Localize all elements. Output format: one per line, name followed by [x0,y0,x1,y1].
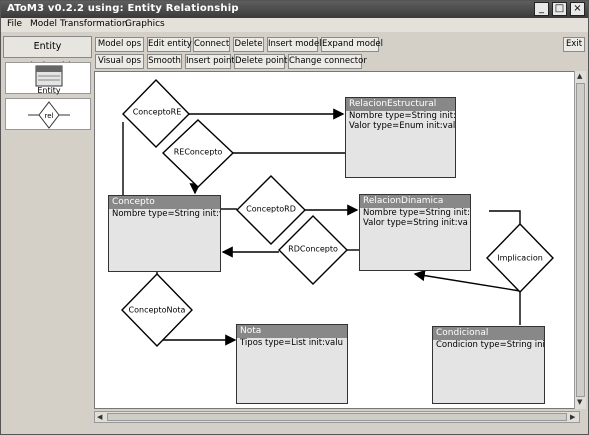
connect-button[interactable]: Connect [193,37,230,52]
expand-model-button[interactable]: Expand model [321,37,383,52]
relationship-concepto-nota[interactable] [121,272,193,348]
edit-entity-button[interactable]: Edit entity [147,37,192,52]
menu-bar: File Model Transformation Graphics [1,18,588,32]
entity-condicional[interactable]: Condicional Condicion type=String ini [432,326,545,404]
entity-name: Condicional [433,327,544,340]
entity-attribute: Valor type=String init:va [363,218,468,228]
entity-attribute: Nombre type=String init:v [112,209,220,219]
concepto-nota-label: ConceptoNota [128,305,186,315]
scroll-right-icon[interactable]: ▶ [570,413,576,421]
scroll-up-icon[interactable]: ▲ [577,72,583,80]
tab-entity-relationship[interactable]: Entity Relationship [3,36,92,72]
entity-nota[interactable]: Nota Tipos type=List init:valu [236,324,348,404]
entity-relacion-dinamica[interactable]: RelacionDinamica Nombre type=String init… [359,194,471,271]
relationship-concepto-re[interactable] [122,78,190,148]
relationship-icon: rel [28,101,70,129]
window-title: AToM3 v0.2.2 using: Entity Relationship [7,3,239,14]
entity-attribute: Nombre type=String init:v [363,208,470,218]
entity-attribute: Valor type=Enum init:valu [349,121,455,131]
entity-relacion-estructural[interactable]: RelacionEstructural Nombre type=String i… [345,97,456,178]
vertical-scrollbar[interactable]: ▲ ▼ [574,71,586,409]
close-button[interactable]: × [570,2,585,16]
smooth-button[interactable]: Smooth [147,54,182,69]
change-connector-button[interactable]: Change connector [288,54,367,69]
entity-icon: Entity [35,65,63,95]
entity-concepto[interactable]: Concepto Nombre type=String init:v [108,195,221,272]
insert-model-button[interactable]: Insert model [267,37,322,52]
connector-implicacion-to-relacion [413,270,521,292]
visual-ops-button[interactable]: Visual ops [95,54,144,69]
concepto-rd-label: ConceptoRD [246,204,296,214]
entity-attribute: Tipos type=List init:valu [240,338,343,348]
entity-name: RelacionEstructural [346,98,455,111]
menu-file[interactable]: File [7,19,23,29]
horizontal-scrollbar[interactable]: ◀ ▶ [94,411,580,423]
maximize-button[interactable]: □ [552,2,567,16]
model-ops-button[interactable]: Model ops [95,37,144,52]
exit-button[interactable]: Exit [563,37,585,52]
menu-graphics[interactable]: Graphics [125,19,165,29]
diagram-canvas[interactable]: ConceptoRE REConcepto ConceptoRD RDConce… [94,71,580,409]
minimize-button[interactable]: _ [534,2,549,16]
title-bar[interactable]: AToM3 v0.2.2 using: Entity Relationship … [1,1,588,18]
delete-button[interactable]: Delete [233,37,264,52]
diagram-connections [121,78,554,348]
relationship-tool-label: rel [45,112,54,120]
concepto-re-label: ConceptoRE [132,107,182,117]
vertical-scroll-thumb[interactable] [576,83,585,397]
entity-attribute: Condicion type=String ini [436,340,544,350]
relationship-rd-concepto[interactable] [278,215,348,285]
relationship-tool-button[interactable]: rel [5,98,91,130]
relationship-re-concepto[interactable] [161,119,235,188]
implicacion-label: Implicacion [497,253,543,263]
menu-model[interactable]: Model [30,19,58,29]
re-concepto-label: REConcepto [173,147,223,157]
scroll-left-icon[interactable]: ◀ [97,413,103,421]
entity-attribute: Nombre type=String init:v [349,111,455,121]
rd-concepto-label: RDConcepto [288,244,338,254]
entity-name: Nota [237,325,347,338]
entity-name: Concepto [109,196,220,209]
entity-tool-button[interactable]: Entity [5,62,91,95]
delete-point-button[interactable]: Delete point [234,54,287,69]
menu-transformation[interactable]: Transformation [60,19,128,29]
relationship-concepto-rd[interactable] [236,175,306,245]
connector-implicacion-top [489,210,521,227]
insert-point-button[interactable]: Insert point [185,54,235,69]
entity-name: RelacionDinamica [360,195,470,208]
entity-tool-label: Entity [37,86,61,95]
relationship-implicacion[interactable] [486,222,554,294]
horizontal-scroll-thumb[interactable] [107,413,567,421]
scroll-down-icon[interactable]: ▼ [577,398,583,406]
